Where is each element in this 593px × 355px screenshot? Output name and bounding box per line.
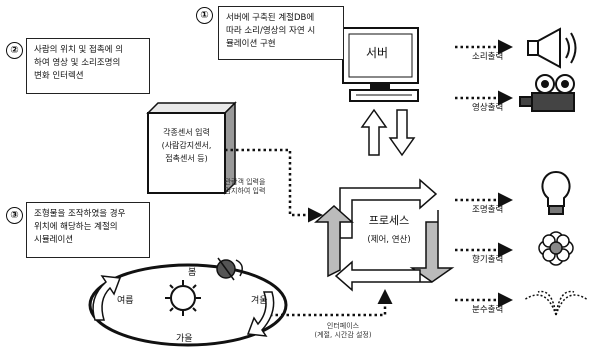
process-cycle-arrows xyxy=(314,178,455,292)
interface-note-line1: 인터페이스 xyxy=(326,322,360,330)
note1-line3: 뮬레이션 구현 xyxy=(226,39,276,49)
note3-line2: 위치에 해당하는 계절의 xyxy=(34,222,118,232)
process-title: 프로세스 xyxy=(368,214,410,227)
process-box: 프로세스 (제어, 연산) xyxy=(350,213,428,247)
note-server-simulation: 서버에 구축된 계절DB에 따라 소리/영상의 자연 시 뮬레이션 구현 xyxy=(218,6,344,60)
sensor-line1: 각종센서 입력 xyxy=(163,128,210,137)
sensor-note-line1: 관람객 입력을 xyxy=(224,178,266,186)
note1-line1: 서버에 구축된 계절DB에 xyxy=(226,13,315,23)
output-label-sound: 소리출력 xyxy=(472,52,504,62)
output-label-light: 조명출력 xyxy=(472,205,504,215)
interface-note: 인터페이스 (계절, 시간감 설정) xyxy=(298,322,388,340)
note2-line1: 사람의 위치 및 접촉에 의 xyxy=(34,45,124,55)
note2-line3: 변화 인터렉션 xyxy=(34,71,84,81)
note3-line3: 시뮬레이션 xyxy=(34,235,74,245)
interface-note-line2: (계절, 시간감 설정) xyxy=(314,331,372,339)
step-marker-3: ③ xyxy=(6,207,23,224)
season-winter-label: 겨울 xyxy=(251,296,268,306)
season-spring-label: 봄 xyxy=(188,268,197,278)
step-marker-1: ① xyxy=(196,7,213,24)
bulb-icon xyxy=(541,170,571,215)
sensor-box xyxy=(146,101,237,195)
note-position-interaction: 사람의 위치 및 접촉에 의 하여 영상 및 소리조명의 변화 인터렉션 xyxy=(26,38,150,94)
season-summer-label: 여름 xyxy=(117,296,134,306)
fountain-icon xyxy=(523,290,589,316)
output-label-fountain: 분수출력 xyxy=(472,305,504,315)
projector-icon xyxy=(519,74,575,112)
sensor-to-process-line xyxy=(225,148,323,223)
note2-line2: 하여 영상 및 소리조명의 xyxy=(34,58,121,68)
season-curved-arrows xyxy=(92,275,275,337)
server-label: 서버 xyxy=(366,46,389,60)
season-autumn-label: 가을 xyxy=(176,334,193,344)
sensor-input-note: 관람객 입력을 감지하여 입력 xyxy=(208,178,282,196)
speaker-icon xyxy=(527,27,577,69)
note-sculpture-simulation: 조형물을 조작하였을 경우 위치에 해당하는 계절의 시뮬레이션 xyxy=(26,202,150,258)
sensor-line2: (사람감지센서, xyxy=(161,141,212,150)
sun-icon xyxy=(165,280,201,316)
sensor-note-line2: 감지하여 입력 xyxy=(224,187,266,195)
flower-icon xyxy=(538,231,574,266)
sensor-line3: 접촉센서 등) xyxy=(165,154,208,163)
server-process-arrows xyxy=(360,108,416,157)
note3-line1: 조형물을 조작하였을 경우 xyxy=(34,209,126,219)
output-label-scent: 향기출력 xyxy=(472,255,504,265)
sensor-box-text: 각종센서 입력 (사람감지센서, 접촉센서 등) xyxy=(150,126,223,165)
note1-line2: 따라 소리/영상의 자연 시 xyxy=(226,26,316,36)
server-computer-icon xyxy=(342,27,419,102)
step-marker-2: ② xyxy=(6,42,23,59)
orbit-ellipse xyxy=(88,263,288,347)
globe-icon xyxy=(216,257,243,281)
process-subtitle: (제어, 연산) xyxy=(367,235,411,245)
output-label-video: 영상출력 xyxy=(472,103,504,113)
